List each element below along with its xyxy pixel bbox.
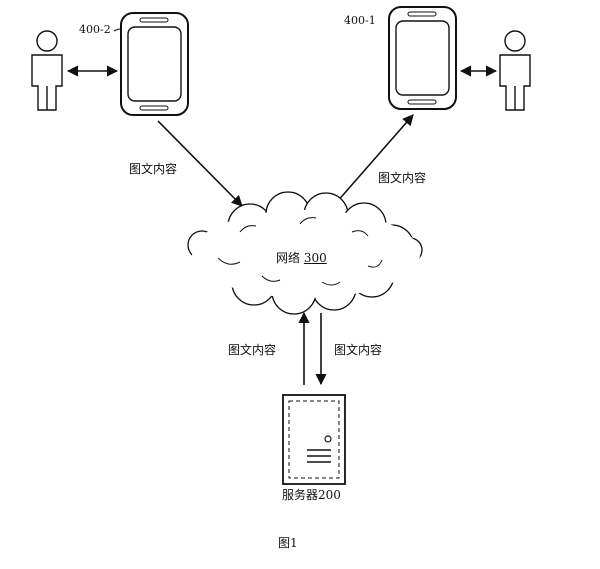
arrow-label-server-to-network: 图文内容 bbox=[228, 343, 277, 357]
server-icon bbox=[282, 394, 346, 485]
arrow-network-to-right-device bbox=[335, 114, 414, 204]
network-label: 网络 300 bbox=[276, 251, 327, 265]
network-ref: 300 bbox=[303, 251, 327, 265]
user-right-icon bbox=[499, 30, 531, 111]
server-label: 服务器200 bbox=[282, 488, 341, 502]
arrow-label-network-to-right: 图文内容 bbox=[378, 171, 427, 185]
terminal-device-right bbox=[388, 6, 457, 110]
arrow-label-network-to-server: 图文内容 bbox=[334, 343, 383, 357]
device-left-ref-label: 400-2 bbox=[79, 23, 111, 36]
device-right-ref-label: 400-1 bbox=[344, 14, 376, 27]
arrow-label-left-to-network: 图文内容 bbox=[129, 162, 178, 176]
terminal-device-left bbox=[120, 12, 189, 116]
network-name: 网络 bbox=[276, 251, 301, 265]
arrow-left-device-to-network bbox=[157, 120, 243, 207]
user-left-icon bbox=[31, 30, 63, 111]
figure-caption: 图1 bbox=[278, 536, 298, 550]
leader-line-left bbox=[113, 28, 121, 32]
